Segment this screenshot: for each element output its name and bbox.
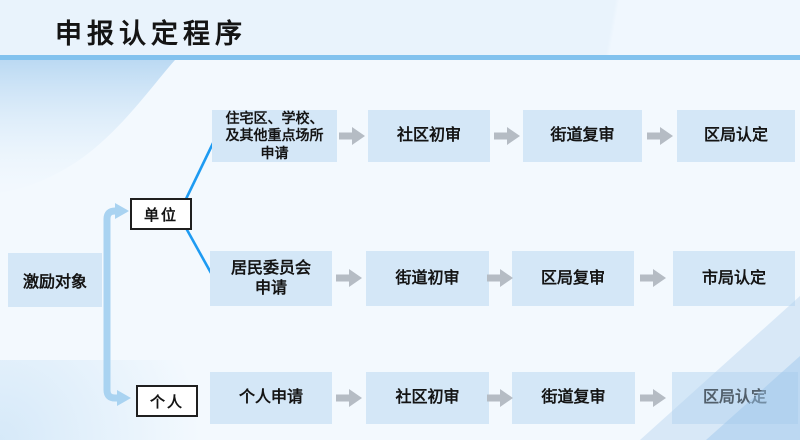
flow-step-r2-s4: 市局认定 [673, 251, 795, 306]
arrow-right-icon-r3-3 [640, 389, 666, 407]
arrow-right-icon-r1-3 [647, 127, 673, 145]
bracket-to-person [103, 286, 131, 406]
wave-top-left [0, 60, 175, 193]
flow-step-r2-s1: 居民委员会 申请 [210, 251, 332, 306]
flow-step-r3-s4: 区局认定 [672, 372, 798, 424]
connector-unit-row1 [184, 138, 217, 200]
bracket-to-unit [103, 203, 129, 286]
arrow-right-icon-r2-3 [640, 269, 666, 287]
header-band [0, 0, 800, 55]
arrow-right-icon-r3-2 [487, 389, 513, 407]
title-underline [0, 55, 800, 60]
arrow-right-icon-r3-1 [336, 389, 362, 407]
flow-step-r1-s4: 区局认定 [677, 110, 795, 162]
connector-unit-row2 [184, 227, 213, 274]
arrow-right-icon-r2-2 [487, 269, 513, 287]
flow-step-r1-s2: 社区初审 [368, 110, 490, 162]
branch-box-unit: 单位 [130, 198, 192, 230]
branch-box-person: 个人 [136, 385, 198, 417]
flow-step-r3-s1: 个人申请 [210, 372, 332, 424]
arrow-right-icon-r1-2 [494, 127, 520, 145]
source-box: 激励对象 [8, 253, 102, 307]
flow-step-r1-s1: 住宅区、学校、 及其他重点场所 申请 [212, 110, 337, 162]
page-title: 申报认定程序 [55, 19, 247, 49]
flow-step-r3-s2: 社区初审 [366, 372, 489, 424]
flow-step-r2-s2: 街道初审 [366, 251, 489, 306]
flow-step-r3-s3: 街道复审 [512, 372, 635, 424]
arrow-right-icon-r1-1 [339, 127, 365, 145]
arrow-right-icon-r2-1 [336, 269, 362, 287]
flow-step-r1-s3: 街道复审 [523, 110, 642, 162]
flow-step-r2-s3: 区局复审 [512, 251, 634, 306]
